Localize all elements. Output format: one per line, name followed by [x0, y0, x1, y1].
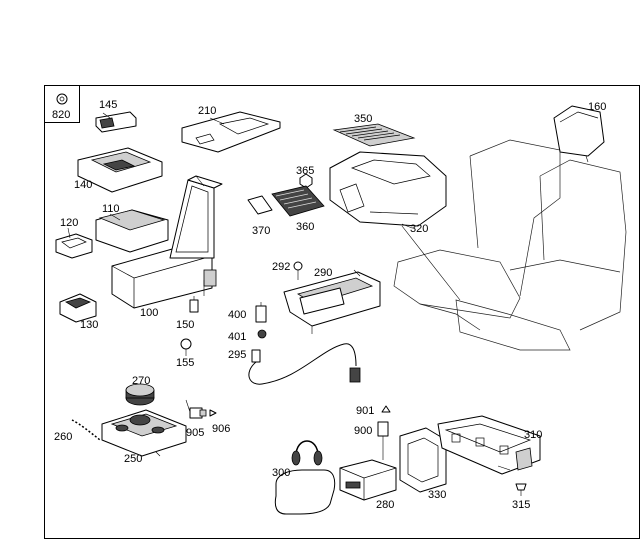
label-130: 130 [80, 319, 98, 331]
label-365: 365 [296, 165, 314, 177]
label-315: 315 [512, 499, 530, 511]
label-260: 260 [54, 431, 72, 443]
label-370: 370 [252, 225, 270, 237]
label-310: 310 [524, 429, 542, 441]
part-400[interactable] [255, 302, 267, 323]
label-110: 110 [102, 203, 120, 215]
label-400: 400 [228, 309, 246, 321]
label-270: 270 [132, 375, 150, 387]
label-160: 160 [588, 101, 606, 113]
label-906: 906 [212, 423, 230, 435]
label-401: 401 [228, 331, 246, 343]
label-900: 900 [354, 425, 372, 437]
label-120: 120 [60, 217, 78, 229]
part-270-knob[interactable] [125, 383, 155, 406]
part-315-screw[interactable] [515, 483, 527, 496]
rear-seat [393, 139, 627, 351]
part-310-bracket[interactable] [437, 415, 541, 475]
part-145[interactable] [95, 111, 137, 133]
label-350: 350 [354, 113, 372, 125]
part-292-screw[interactable] [293, 261, 303, 280]
part-330-frame[interactable] [399, 427, 447, 493]
part-250-controller[interactable] [101, 409, 187, 457]
label-295: 295 [228, 349, 246, 361]
label-360: 360 [296, 221, 314, 233]
part-360-vent[interactable] [271, 185, 325, 217]
part-150-screw[interactable] [189, 280, 205, 313]
label-145: 145 [99, 99, 117, 111]
label-820: 820 [52, 109, 70, 121]
label-320: 320 [410, 223, 428, 235]
label-100: 100 [140, 307, 158, 319]
part-295-cable[interactable] [248, 343, 361, 385]
part-110-box[interactable] [95, 209, 169, 253]
part-140-tray[interactable] [77, 147, 163, 193]
label-330: 330 [428, 489, 446, 501]
part-370[interactable] [247, 195, 273, 215]
part-320-console[interactable] [329, 151, 447, 229]
label-155: 155 [176, 357, 194, 369]
part-300-headphones[interactable] [274, 440, 336, 515]
part-901[interactable] [381, 405, 391, 413]
part-130[interactable] [59, 293, 97, 323]
part-labels: 820 145 210 160 350 365 140 110 120 370 … [52, 99, 606, 511]
part-900[interactable] [377, 421, 389, 460]
part-401[interactable] [257, 329, 267, 339]
label-250: 250 [124, 453, 142, 465]
label-290: 290 [314, 267, 332, 279]
label-280: 280 [376, 499, 394, 511]
reference-box [44, 85, 80, 123]
label-140: 140 [74, 179, 92, 191]
part-906-pin[interactable] [209, 409, 217, 417]
label-292: 292 [272, 261, 290, 273]
label-300: 300 [272, 467, 290, 479]
part-280-receiver[interactable] [339, 459, 397, 501]
label-210: 210 [198, 105, 216, 117]
part-350-grille[interactable] [332, 123, 416, 147]
part-155-bolt[interactable] [180, 338, 192, 356]
part-100-armrest[interactable] [111, 175, 223, 309]
part-820-washer[interactable] [56, 93, 68, 105]
part-160-headrest[interactable] [553, 105, 605, 163]
label-901: 901 [356, 405, 374, 417]
part-210-lid[interactable] [181, 111, 281, 153]
label-905: 905 [186, 427, 204, 439]
part-260-cord[interactable] [71, 419, 101, 441]
leader-lines [155, 225, 511, 471]
part-120[interactable] [55, 227, 93, 259]
part-290-mount[interactable] [283, 269, 381, 334]
label-150: 150 [176, 319, 194, 331]
part-905-plug[interactable] [189, 407, 207, 419]
part-365-nut[interactable] [299, 173, 313, 189]
